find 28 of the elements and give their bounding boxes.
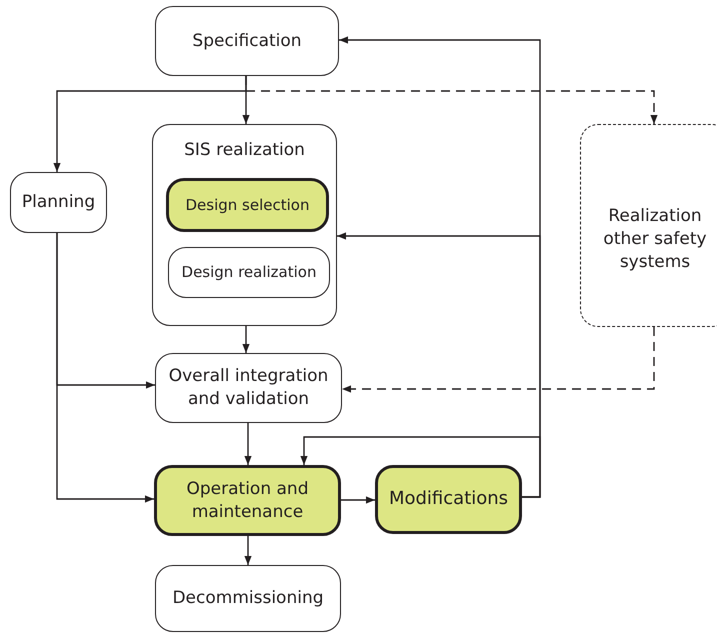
arrow <box>244 536 252 565</box>
process-box <box>10 172 107 233</box>
node-label: Specification <box>192 30 302 52</box>
node-label: Overall integration and validation <box>168 365 330 411</box>
process-box <box>155 353 342 423</box>
dashed-box <box>580 124 717 327</box>
node-label: Decommissioning <box>172 587 324 610</box>
highlighted-box <box>154 465 341 536</box>
process-box <box>168 247 330 298</box>
node-label: Planning <box>22 191 96 214</box>
node-label: Realization other safety systems <box>602 205 708 274</box>
node-label: Operation and maintenance <box>186 478 310 524</box>
group-box <box>152 124 337 326</box>
arrow <box>300 436 541 498</box>
dashed-arrow <box>342 327 655 393</box>
arrow <box>242 326 250 353</box>
dashed-arrow <box>245 76 658 124</box>
highlighted-box <box>375 465 522 534</box>
node-label: Design realization <box>182 262 316 283</box>
arrow <box>341 496 375 504</box>
process-box <box>155 565 341 632</box>
node-label: Design selection <box>186 194 310 216</box>
node-label: SIS realization <box>184 139 305 162</box>
highlighted-box <box>166 178 329 232</box>
node-label: Modifications <box>388 487 508 512</box>
arrow <box>56 233 154 503</box>
process-box <box>155 6 339 76</box>
arrow <box>244 423 252 465</box>
